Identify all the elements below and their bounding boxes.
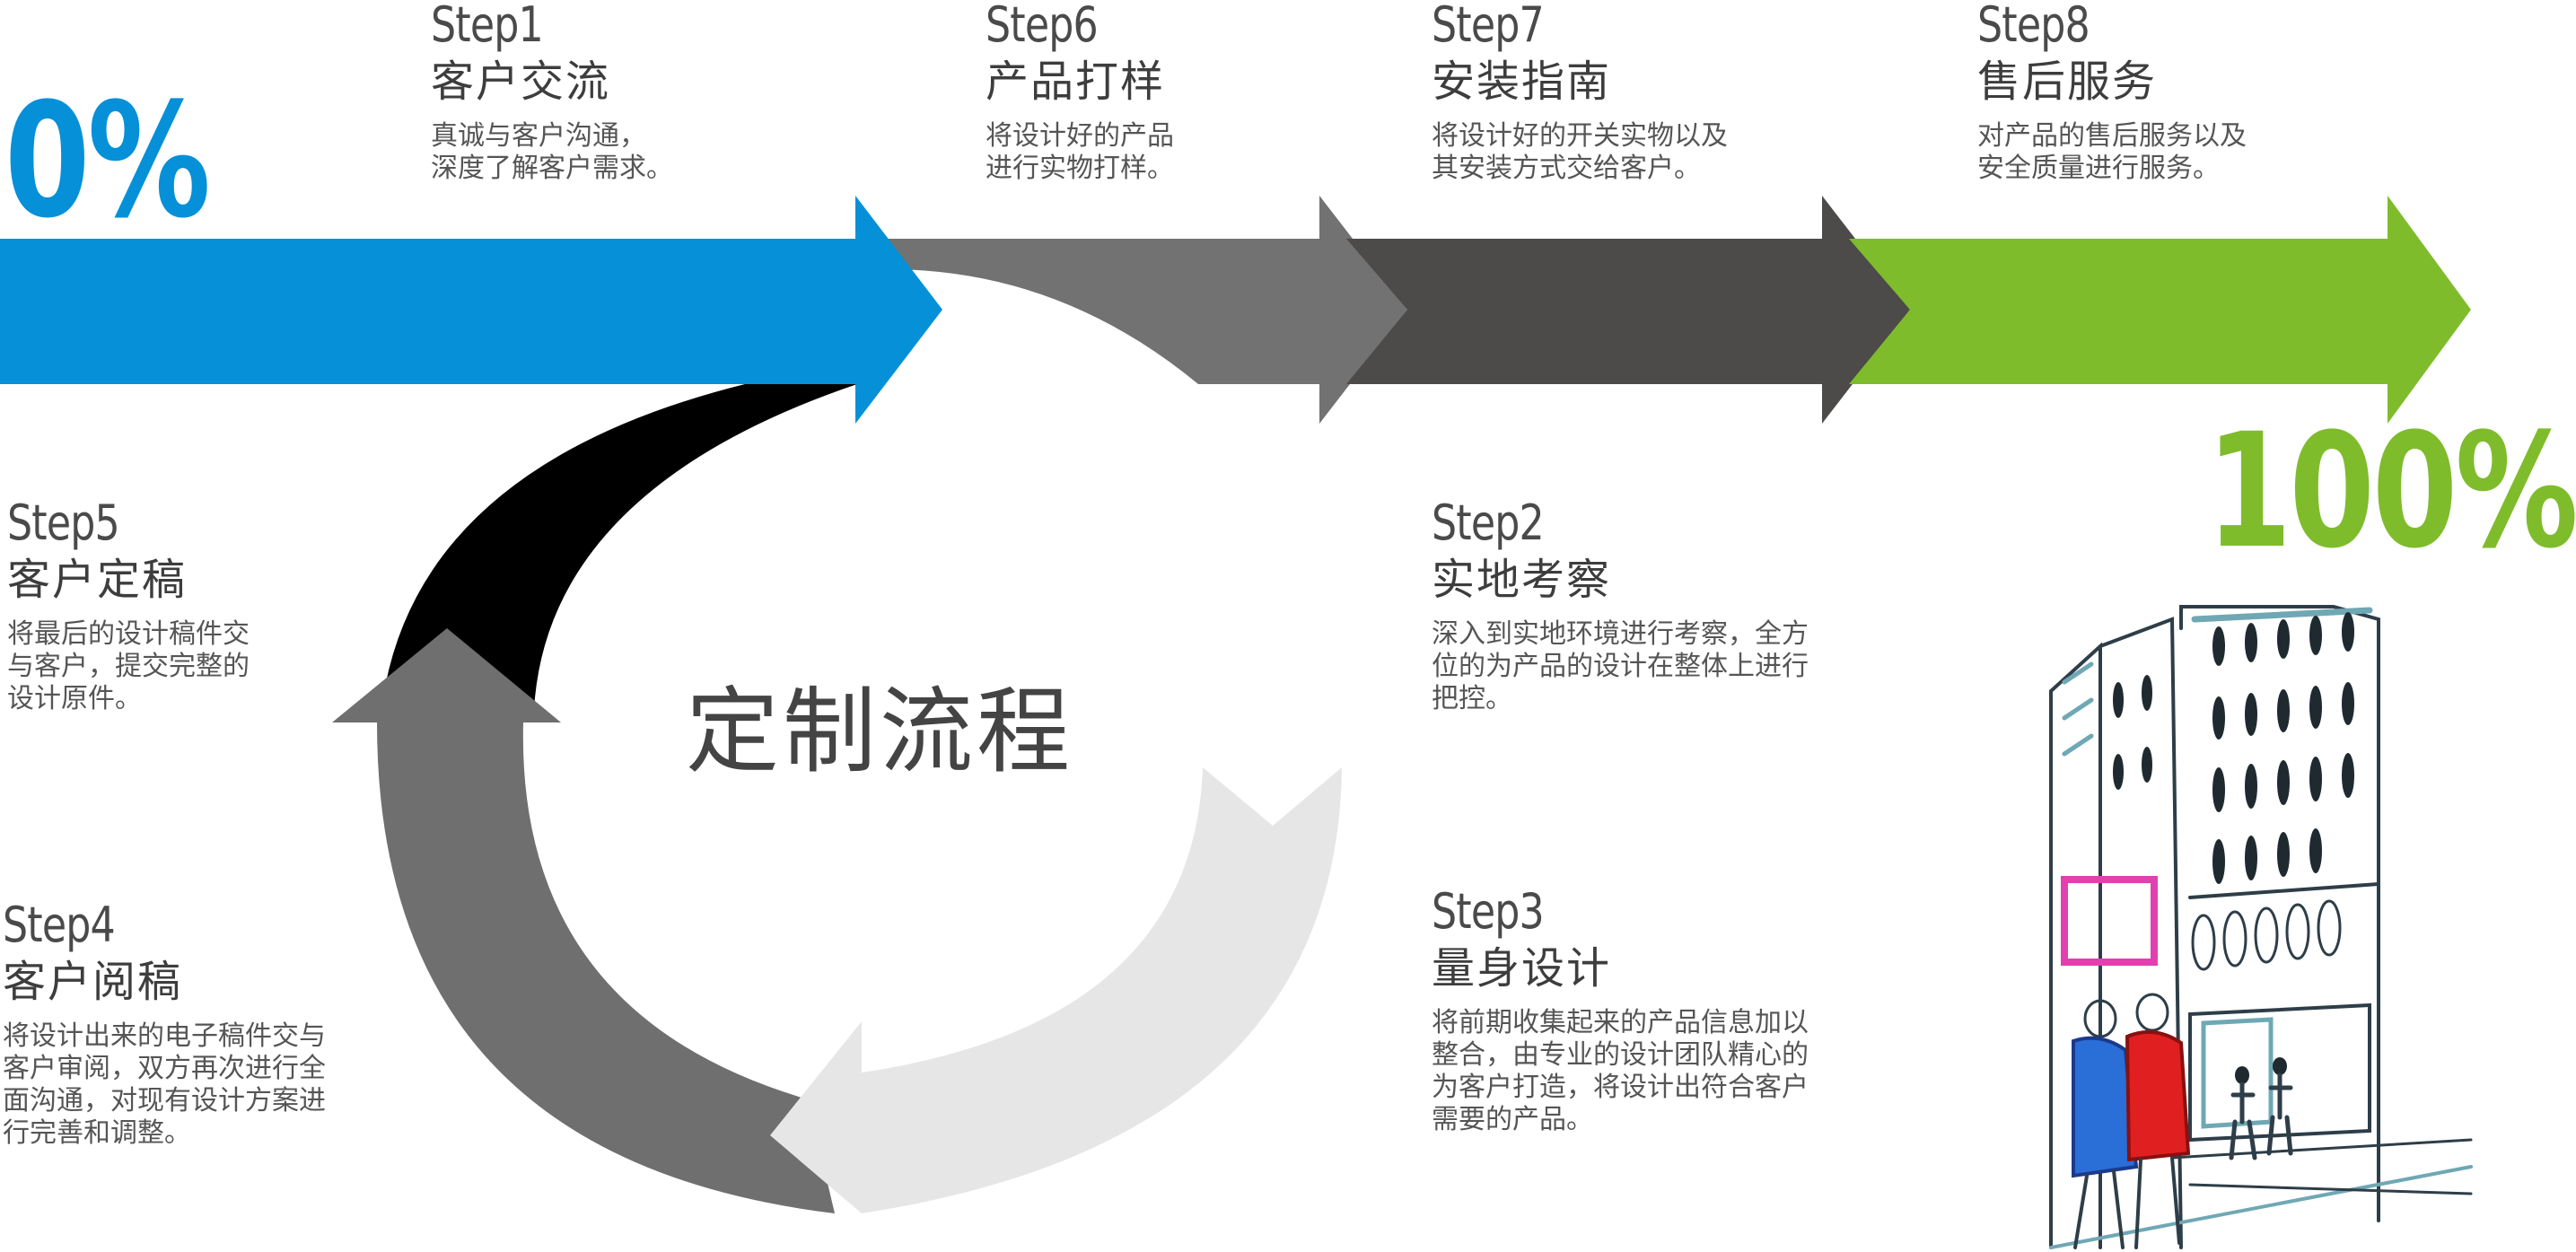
street-sketch-illustration: [2049, 605, 2473, 1249]
cycle-arrow-light-gray: [770, 767, 1342, 1213]
process-diagram: [0, 196, 2473, 1249]
step-7: Step7 安装指南 将设计好的开关实物以及 其安装方式交给客户。: [1432, 0, 1728, 185]
step-number: Step8: [1977, 0, 2090, 53]
step-description: 将设计出来的电子稿件交与 客户审阅，双方再次进行全 面沟通，对现有设计方案进 行…: [3, 1020, 326, 1149]
step-title: 售后服务: [1977, 57, 2158, 107]
step-8: Step8 售后服务 对产品的售后服务以及 安全质量进行服务。: [1977, 0, 2247, 185]
step-description: 将前期收集起来的产品信息加以 整合，由专业的设计团队精心的 为客户打造，将设计出…: [1432, 1007, 1809, 1135]
step-description: 将最后的设计稿件交 与客户，提交完整的 设计原件。: [7, 618, 250, 714]
step-4: Step4 客户阅稿 将设计出来的电子稿件交与 客户审阅，双方再次进行全 面沟通…: [3, 900, 326, 1150]
arrow-segment-blue: [0, 196, 942, 424]
step-title: 客户定稿: [7, 555, 188, 605]
step-1: Step1 客户交流 真诚与客户沟通， 深度了解客户需求。: [431, 0, 673, 185]
step-title: 客户阅稿: [3, 957, 183, 1007]
step-title: 客户交流: [431, 57, 611, 107]
step-description: 深入到实地环境进行考察，全方 位的为产品的设计在整体上进行 把控。: [1432, 618, 1809, 714]
step-description: 将设计好的产品 进行实物打样。: [986, 120, 1174, 184]
step-number: Step5: [7, 495, 120, 551]
step-2: Step2 实地考察 深入到实地环境进行考察，全方 位的为产品的设计在整体上进行…: [1432, 498, 1809, 715]
cycle-arrow-mid-gray: [332, 628, 835, 1213]
step-description: 对产品的售后服务以及 安全质量进行服务。: [1977, 120, 2247, 184]
arrow-segment-dark: [1346, 196, 1910, 424]
step-number: Step7: [1432, 0, 1545, 53]
step-title: 产品打样: [986, 57, 1166, 107]
step-title: 量身设计: [1432, 943, 1612, 994]
cycle-arc-black: [381, 384, 857, 709]
arrow-segment-green: [1849, 196, 2471, 424]
center-title: 定制流程: [686, 677, 1074, 786]
step-title: 实地考察: [1432, 555, 1612, 605]
arrow-segment-gray: [853, 196, 1407, 424]
step-5: Step5 客户定稿 将最后的设计稿件交 与客户，提交完整的 设计原件。: [7, 498, 250, 715]
step-description: 将设计好的开关实物以及 其安装方式交给客户。: [1432, 120, 1728, 184]
progress-start-label: 0%: [4, 69, 211, 253]
progress-end-label: 100%: [2206, 399, 2576, 583]
step-3: Step3 量身设计 将前期收集起来的产品信息加以 整合，由专业的设计团队精心的…: [1432, 887, 1809, 1136]
step-number: Step3: [1432, 883, 1545, 940]
step-number: Step2: [1432, 495, 1545, 551]
step-description: 真诚与客户沟通， 深度了解客户需求。: [431, 120, 673, 184]
step-title: 安装指南: [1432, 57, 1612, 107]
step-number: Step4: [3, 897, 116, 953]
step-number: Step6: [986, 0, 1099, 53]
step-6: Step6 产品打样 将设计好的产品 进行实物打样。: [986, 0, 1174, 185]
step-number: Step1: [431, 0, 544, 53]
